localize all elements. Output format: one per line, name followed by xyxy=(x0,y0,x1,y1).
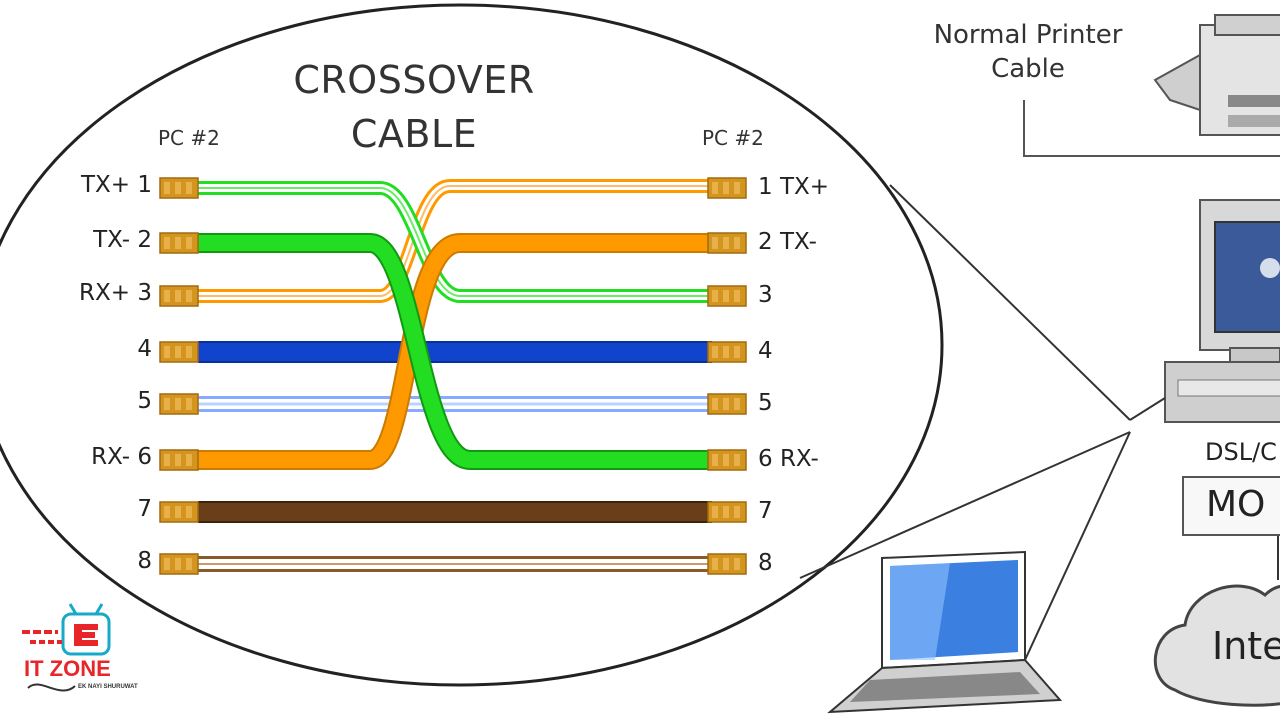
title-line-1: CROSSOVER xyxy=(293,58,535,102)
modem-box: MO xyxy=(1182,476,1280,536)
left-pin-label: RX+ 3 xyxy=(79,280,152,306)
right-connector-ridge xyxy=(734,506,740,518)
left-connector-ridge xyxy=(164,398,170,410)
printer-label-line-2: Cable xyxy=(991,54,1065,84)
left-connector-ridge xyxy=(164,290,170,302)
right-connector-ridge xyxy=(723,182,729,194)
right-connector-ridge xyxy=(712,398,718,410)
magnifier-line-top xyxy=(889,184,1131,421)
right-pin-label: 7 xyxy=(758,498,773,524)
right-connector-ridge xyxy=(723,398,729,410)
left-connector-ridge xyxy=(186,506,192,518)
left-pin-label: 8 xyxy=(137,548,152,574)
logo-text: IT ZONE xyxy=(24,656,111,681)
right-connector-ridge xyxy=(712,558,718,570)
right-connector-ridge xyxy=(723,454,729,466)
connectors xyxy=(159,177,747,575)
internet-label: Inte xyxy=(1212,624,1280,668)
left-header: PC #2 xyxy=(158,126,220,150)
right-connector-ridge xyxy=(712,346,718,358)
logo-tagline: EK NAYI SHURUWAT xyxy=(78,684,138,690)
right-connector-ridge xyxy=(712,454,718,466)
left-connector-ridge xyxy=(186,454,192,466)
right-connector-ridge xyxy=(723,346,729,358)
right-connector-ridge xyxy=(712,182,718,194)
left-connector-ridge xyxy=(175,454,181,466)
wire-tx-plus-1-to-3-line xyxy=(198,187,712,297)
left-connector-ridge xyxy=(186,182,192,194)
internet-cloud-icon xyxy=(1153,584,1280,707)
left-connector-ridge xyxy=(175,558,181,570)
right-connector-ridge xyxy=(734,346,740,358)
wire-tx-minus-2-to-6-fill xyxy=(198,235,712,468)
printer-label-line-1: Normal Printer xyxy=(933,20,1123,50)
right-connector-ridge xyxy=(723,237,729,249)
right-connector-ridge xyxy=(734,237,740,249)
left-pin-label: 4 xyxy=(137,336,152,362)
left-connector-ridge xyxy=(175,182,181,194)
left-pin-label: 5 xyxy=(137,388,152,414)
title-line-2: CABLE xyxy=(350,112,478,156)
left-connector-ridge xyxy=(164,346,170,358)
right-pin-label: 1 TX+ xyxy=(758,174,830,200)
right-connector-ridge xyxy=(734,398,740,410)
right-connector-ridge xyxy=(712,506,718,518)
left-connector-ridge xyxy=(186,398,192,410)
modem-label: MO xyxy=(1206,484,1266,525)
right-connector-ridge xyxy=(723,506,729,518)
left-connector-ridge xyxy=(175,398,181,410)
right-pin-label: 3 xyxy=(758,282,773,308)
right-pin-label: 5 xyxy=(758,390,773,416)
right-connector-ridge xyxy=(734,454,740,466)
left-pin-label: RX- 6 xyxy=(91,444,152,470)
right-pin-label: 6 RX- xyxy=(758,446,819,472)
it-zone-logo xyxy=(22,603,111,692)
right-connector-ridge xyxy=(734,558,740,570)
right-pin-label: 2 TX- xyxy=(758,229,817,255)
printer-icon xyxy=(1023,14,1280,157)
left-connector-ridge xyxy=(164,454,170,466)
right-connector-ridge xyxy=(712,237,718,249)
left-connector-ridge xyxy=(164,558,170,570)
straight-wires xyxy=(198,341,712,572)
laptop-icon xyxy=(827,431,1131,714)
computer-icon xyxy=(1129,199,1280,423)
dsl-label: DSL/C xyxy=(1205,438,1277,466)
left-connector-ridge xyxy=(175,346,181,358)
right-pin-label: 8 xyxy=(758,550,773,576)
left-connector-ridge xyxy=(186,290,192,302)
left-pin-label: TX- 2 xyxy=(93,227,152,253)
left-connector-ridge xyxy=(175,506,181,518)
right-pin-label: 4 xyxy=(758,338,773,364)
right-connector-ridge xyxy=(734,182,740,194)
left-connector-ridge xyxy=(186,346,192,358)
left-connector-ridge xyxy=(164,182,170,194)
left-connector-ridge xyxy=(164,506,170,518)
left-pin-label: TX+ 1 xyxy=(80,172,152,198)
right-connector-ridge xyxy=(723,290,729,302)
left-connector-ridge xyxy=(186,237,192,249)
right-connector-ridge xyxy=(712,290,718,302)
right-connector-ridge xyxy=(734,290,740,302)
right-header: PC #2 xyxy=(702,126,764,150)
crossed-wires xyxy=(198,179,712,470)
left-connector-ridge xyxy=(175,237,181,249)
left-connector-ridge xyxy=(175,290,181,302)
left-connector-ridge xyxy=(164,237,170,249)
left-connector-ridge xyxy=(186,558,192,570)
right-connector-ridge xyxy=(723,558,729,570)
left-pin-label: 7 xyxy=(137,496,152,522)
magnifier-line-bottom xyxy=(799,431,1131,579)
